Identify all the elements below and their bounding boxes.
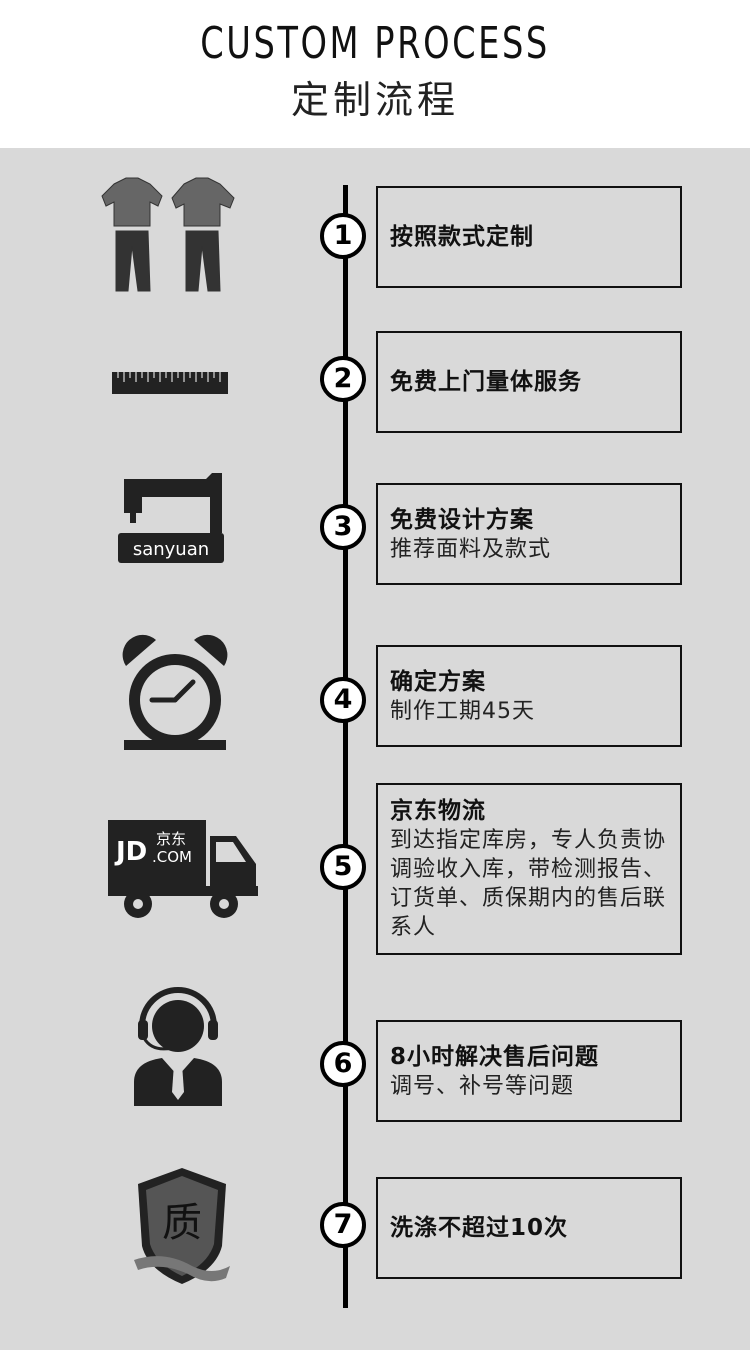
jd-logo-cn: 京东 xyxy=(156,830,186,848)
step-box-3: 免费设计方案 推荐面料及款式 xyxy=(376,483,682,585)
jd-logo-com: .COM xyxy=(152,848,192,866)
step-box-6: 8小时解决售后问题 调号、补号等问题 xyxy=(376,1020,682,1122)
quality-badge-icon: 质 xyxy=(134,1168,230,1284)
quality-char: 质 xyxy=(162,1200,202,1246)
step-desc: 调号、补号等问题 xyxy=(390,1073,575,1099)
page-subtitle: 定制流程 xyxy=(290,78,459,122)
sewing-machine-icon: sanyuan xyxy=(118,473,224,563)
step-box-4: 确定方案 制作工期45天 xyxy=(376,645,682,747)
step-title: 8小时解决售后问题 xyxy=(390,1043,600,1070)
step-number-6: 6 xyxy=(320,1041,366,1087)
step-number-2: 2 xyxy=(320,356,366,402)
step-desc: 制作工期45天 xyxy=(390,698,535,724)
step-title: 京东物流 xyxy=(390,798,486,824)
truck-icon: JD 京东 .COM xyxy=(108,820,258,918)
step-number-3: 3 xyxy=(320,504,366,550)
step-title: 确定方案 xyxy=(390,668,486,695)
customer-service-icon xyxy=(134,987,222,1106)
step-title: 免费上门量体服务 xyxy=(390,369,582,395)
page-title: CUSTOM PROCESS xyxy=(200,18,550,69)
header: CUSTOM PROCESS 定制流程 xyxy=(0,0,750,148)
process-main: 1 按照款式定制 2 免费上门量体服务 sanyuan 3 免费设计方案 推荐面… xyxy=(0,148,750,1350)
jd-logo-text: JD xyxy=(114,837,147,867)
step-number-1: 1 xyxy=(320,213,366,259)
step-title: 洗涤不超过10次 xyxy=(390,1215,569,1241)
ruler-icon xyxy=(112,372,228,394)
step-box-1: 按照款式定制 xyxy=(376,186,682,288)
step-desc: 到达指定库房，专人负责协调验收入库，带检测报告、订货单、质保期内的售后联系人 xyxy=(390,828,667,940)
step-title: 按照款式定制 xyxy=(390,224,534,250)
step-number-5: 5 xyxy=(320,844,366,890)
uniform-icon xyxy=(101,177,235,292)
step-title: 免费设计方案 xyxy=(390,506,534,533)
timeline-line xyxy=(343,185,348,1308)
step-desc: 推荐面料及款式 xyxy=(390,536,552,562)
alarm-clock-icon xyxy=(122,634,228,750)
sewing-brand-label: sanyuan xyxy=(133,539,209,560)
step-box-7: 洗涤不超过10次 xyxy=(376,1177,682,1279)
step-number-4: 4 xyxy=(320,677,366,723)
step-box-2: 免费上门量体服务 xyxy=(376,331,682,433)
step-box-5: 京东物流 到达指定库房，专人负责协调验收入库，带检测报告、订货单、质保期内的售后… xyxy=(376,783,682,955)
step-number-7: 7 xyxy=(320,1202,366,1248)
